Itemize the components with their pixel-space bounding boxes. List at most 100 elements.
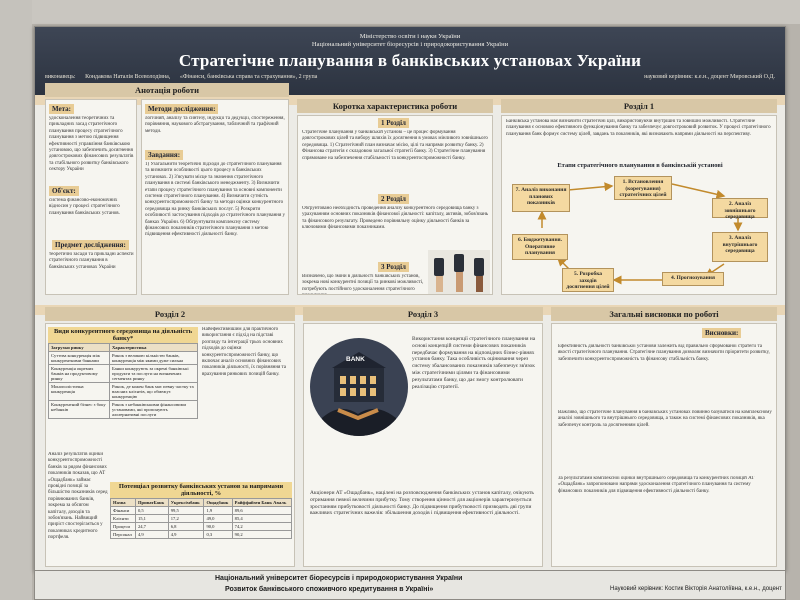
table-cell: Ринок з небанківськими фінансовими устан…	[108, 400, 198, 419]
authors-label: виконавець:	[45, 74, 76, 80]
author-name: Кондакова Наталія Всеволодівна,	[85, 74, 171, 80]
tasks-text: 1) Узагальнити теоретичні підходи до стр…	[145, 162, 285, 238]
table-cell: 90,2	[231, 530, 292, 539]
section1-box: Банківська установа має визначити страте…	[501, 115, 777, 295]
r1-label: 1 Розділ	[378, 118, 409, 128]
ministry-line: Міністерство освіти і науки України	[359, 33, 461, 40]
section3-heading: Розділ 3	[303, 307, 543, 321]
section3-box: BANK Використання концепції стратегічног…	[303, 323, 543, 567]
hands-phones-image	[428, 250, 490, 294]
university-line: Національний університет біоресурсів і п…	[311, 41, 509, 48]
meta-text: удосконалення теоретичних та прикладних …	[49, 116, 134, 173]
subject-label: Предмет дослідження:	[52, 240, 129, 250]
section1-text: Банківська установа має визначити страте…	[506, 119, 771, 137]
table-cell: Клієнти	[110, 514, 136, 523]
annotation-heading: Анотація роботи	[45, 83, 289, 97]
competition-table-block: Види конкурентного середовища на діяльні…	[48, 327, 198, 447]
competition-th: Загрузки ринку	[48, 343, 110, 352]
potential-th: Назва	[110, 498, 136, 507]
section1-heading: Розділ 1	[501, 99, 777, 113]
annotation-left: Мета: удосконалення теоретичних та прикл…	[45, 99, 137, 295]
bank-illustration	[310, 338, 408, 436]
potential-th: ПриватБанк	[134, 498, 169, 507]
table-cell: Персонал	[110, 530, 136, 539]
conclusion-item-1: Ефективність діяльності банківської уста…	[558, 344, 770, 362]
potential-table-title: Потенціал розвитку банківських установ з…	[110, 482, 292, 498]
annotation-right: Методи дослідження: логічний, аналізу та…	[141, 99, 289, 295]
conclusions-heading: Загальні висновки по роботі	[551, 307, 777, 321]
step-4: 4. Прогнозування	[662, 272, 724, 286]
table-cell: Процеси	[110, 522, 136, 531]
subject-text: теоретичні засади та прикладні аспекти с…	[49, 252, 134, 270]
conclusions-label: Висновки:	[702, 328, 742, 338]
steps-title: Етапи стратегічного планування в банківс…	[557, 162, 723, 169]
step-5: 5. Розробка заходів досягнення цілей	[562, 268, 614, 292]
step-2: 2. Аналіз зовнішнього середовища	[712, 198, 768, 220]
section3-text-1: Використання концепції стратегічного пла…	[412, 336, 536, 390]
footer-topic: Розвиток банківського споживчого кредиту…	[225, 586, 434, 593]
supervisor-line: науковий керівник: к.е.н., доцент Мировс…	[644, 74, 775, 80]
table-row: Конкуренція окремих банків на продуктово…	[48, 364, 198, 383]
section2-bottom-text: Аналіз результатів оцінки конкурентоспро…	[48, 452, 108, 541]
table-cell: Конкуренція окремих банків на продуктово…	[48, 364, 110, 383]
table-cell: Ринок, де кожен банк має певну частку та…	[108, 382, 198, 401]
potential-th: Укрексімбанк	[167, 498, 205, 507]
summary-box: 1 Розділ Стратегічне планування у банків…	[297, 115, 493, 295]
competition-table: Загрузки ринку Характеристика Суттєва ко…	[48, 343, 198, 419]
summary-heading: Коротка характеристика роботи	[297, 99, 493, 113]
r2-label: 2 Розділ	[378, 194, 409, 204]
competition-table-title: Види конкурентного середовища на діяльні…	[48, 327, 198, 343]
step-3: 3. Аналіз внутрішнього середовища	[712, 232, 768, 262]
table-cell: 0,3	[203, 530, 233, 539]
table-cell: 4,9	[134, 530, 169, 539]
object-text: система фінансово-економічних відносин у…	[49, 198, 120, 216]
board-top	[0, 0, 800, 24]
methods-text: логічний, аналізу та синтезу, індукції т…	[145, 116, 285, 134]
bank-sign: BANK	[346, 356, 365, 363]
poster: Міністерство освіти і науки України Наці…	[34, 26, 786, 571]
poster-title: Стратегічне планування в банківських уст…	[178, 51, 642, 70]
table-cell: 4,9	[167, 530, 205, 539]
table-cell: Банки конкурують за окремі банківські пр…	[108, 364, 198, 383]
table-cell: 15,1	[134, 514, 169, 523]
table-cell: Монополістична конкуренція	[48, 382, 110, 401]
table-cell: Фінанси	[110, 506, 136, 515]
table-cell: 74,2	[231, 522, 292, 531]
table-cell: 49,0	[203, 514, 233, 523]
tasks-label: Завдання:	[145, 150, 184, 160]
meta-label: Мета:	[49, 104, 74, 114]
conclusion-item-3: За результатами комплексної оцінки внутр…	[558, 476, 755, 494]
r2-text: Обґрунтовано необхідність проведення ана…	[302, 206, 489, 231]
r3-label: 3 Розділ	[378, 262, 409, 272]
methods-label: Методи дослідження:	[145, 104, 219, 114]
competition-th: Характеристика	[108, 343, 198, 352]
section2-box: Види конкурентного середовища на діяльні…	[45, 323, 295, 567]
section2-mid-text: Найефективнішим для практичного використ…	[202, 327, 287, 377]
footer-supervisor: Науковий керівник: Костик Вікторія Анато…	[610, 586, 782, 592]
table-cell: 17,2	[167, 514, 205, 523]
footer-university: Національний університет біоресурсів і п…	[215, 575, 463, 582]
table-cell: 1,9	[203, 506, 233, 515]
r3-text: Визначено, що зміни в діяльності банківс…	[302, 274, 424, 294]
table-cell: 89,6	[231, 506, 292, 515]
potential-table: Назва ПриватБанк Укрексімбанк Ощадбанк Р…	[110, 498, 292, 539]
step-6: 6. Бюджетування. Оперативне планування	[512, 234, 568, 260]
potential-table-block: Потенціал розвитку банківських установ з…	[110, 482, 292, 566]
next-poster-strip: Національний університет біоресурсів і п…	[34, 571, 786, 600]
object-label: Об'єкт:	[49, 186, 79, 196]
board-left	[0, 0, 32, 600]
table-cell: 99,5	[167, 506, 205, 515]
table-cell: 6,8	[167, 522, 205, 531]
r1-text: Стратегічне планування у банківській уст…	[302, 130, 488, 161]
table-cell: 0,5	[134, 506, 169, 515]
potential-th: Райффайзен Банк Аваль	[231, 498, 292, 507]
authors-line: виконавець: Кондакова Наталія Всеволодів…	[45, 74, 777, 80]
bank-image: BANK	[310, 338, 408, 436]
table-cell: Суттєва конкуренція між конкурентними ба…	[48, 351, 110, 365]
